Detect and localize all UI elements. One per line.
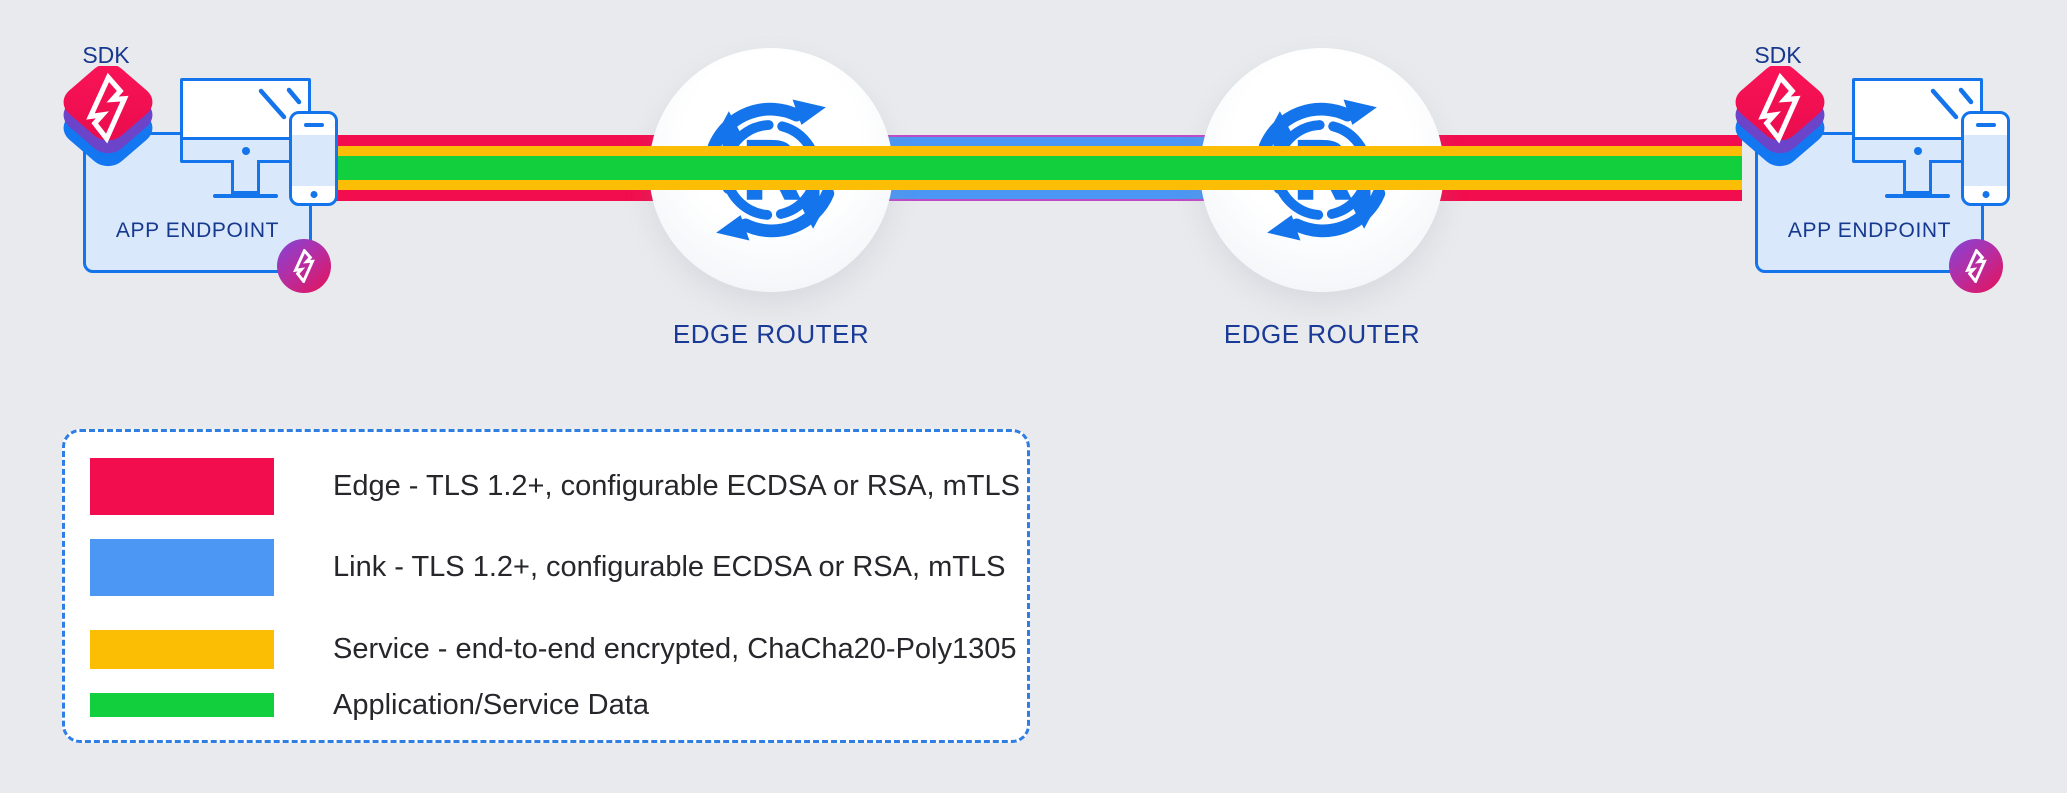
phone-screen — [1964, 135, 2007, 186]
phone-speaker — [303, 123, 324, 127]
monitor-power-dot — [241, 147, 250, 155]
data-stripe — [315, 156, 1742, 180]
legend-box: Edge - TLS 1.2+, configurable ECDSA or R… — [62, 429, 1030, 743]
legend-swatch-service — [90, 630, 274, 669]
signal-lines-icon — [1930, 87, 1974, 120]
monitor-stand-base — [1885, 194, 1950, 198]
edge-stripe-right-top — [1400, 135, 1742, 146]
edge-router-label-right: EDGE ROUTER — [1223, 319, 1421, 349]
legend-swatch-link — [90, 539, 274, 596]
monitor-stand-base — [213, 194, 278, 198]
phone-home-button — [310, 191, 317, 198]
smartphone-icon — [1961, 111, 2010, 206]
legend-label-link: Link - TLS 1.2+, configurable ECDSA or R… — [333, 551, 1006, 583]
legend-row-link: Link - TLS 1.2+, configurable ECDSA or R… — [90, 539, 1007, 596]
monitor-chin — [1855, 137, 1980, 160]
service-stripe-bottom — [315, 180, 1742, 190]
legend-row-service: Service - end-to-end encrypted, ChaCha20… — [90, 630, 1017, 669]
sdk-label: SDK — [82, 42, 130, 68]
signal-lines-icon — [258, 87, 302, 120]
legend-label-data: Application/Service Data — [333, 688, 649, 721]
phone-speaker — [1975, 123, 1996, 127]
ziti-badge-icon — [1949, 239, 2003, 293]
edge-stripe-left-top — [315, 135, 685, 146]
ziti-badge-icon — [277, 239, 331, 293]
legend-row-edge: Edge - TLS 1.2+, configurable ECDSA or R… — [90, 458, 1020, 515]
phone-home-button — [1982, 191, 1989, 198]
legend-swatch-data — [90, 693, 274, 717]
link-stripe-top — [855, 135, 1240, 146]
phone-screen — [292, 135, 335, 186]
sdk-layers-icon — [63, 66, 153, 167]
sdk-label: SDK — [1754, 42, 1802, 68]
edge-stripe-left-bottom — [315, 190, 685, 201]
sdk-layers-icon — [1735, 66, 1825, 167]
edge-stripe-right-bottom — [1400, 190, 1742, 201]
link-stripe-bottom — [855, 190, 1240, 201]
app-endpoint-right: APP ENDPOINT SDK — [1672, 0, 2067, 320]
legend-label-edge: Edge - TLS 1.2+, configurable ECDSA or R… — [333, 470, 1020, 502]
edge-router-label-left: EDGE ROUTER — [672, 319, 870, 349]
app-endpoint-label: APP ENDPOINT — [1787, 219, 1952, 242]
monitor-chin — [183, 137, 308, 160]
service-stripe-top — [315, 146, 1742, 156]
smartphone-icon — [289, 111, 338, 206]
legend-label-service: Service - end-to-end encrypted, ChaCha20… — [333, 633, 1017, 665]
legend-row-data: Application/Service Data — [90, 688, 1007, 721]
monitor-power-dot — [1913, 147, 1922, 155]
legend-swatch-edge — [90, 458, 274, 515]
monitor-stand — [1903, 160, 1932, 194]
app-endpoint-label: APP ENDPOINT — [115, 219, 280, 242]
monitor-stand — [231, 160, 260, 194]
app-endpoint-left: APP ENDPOINT SDK — [0, 0, 400, 320]
